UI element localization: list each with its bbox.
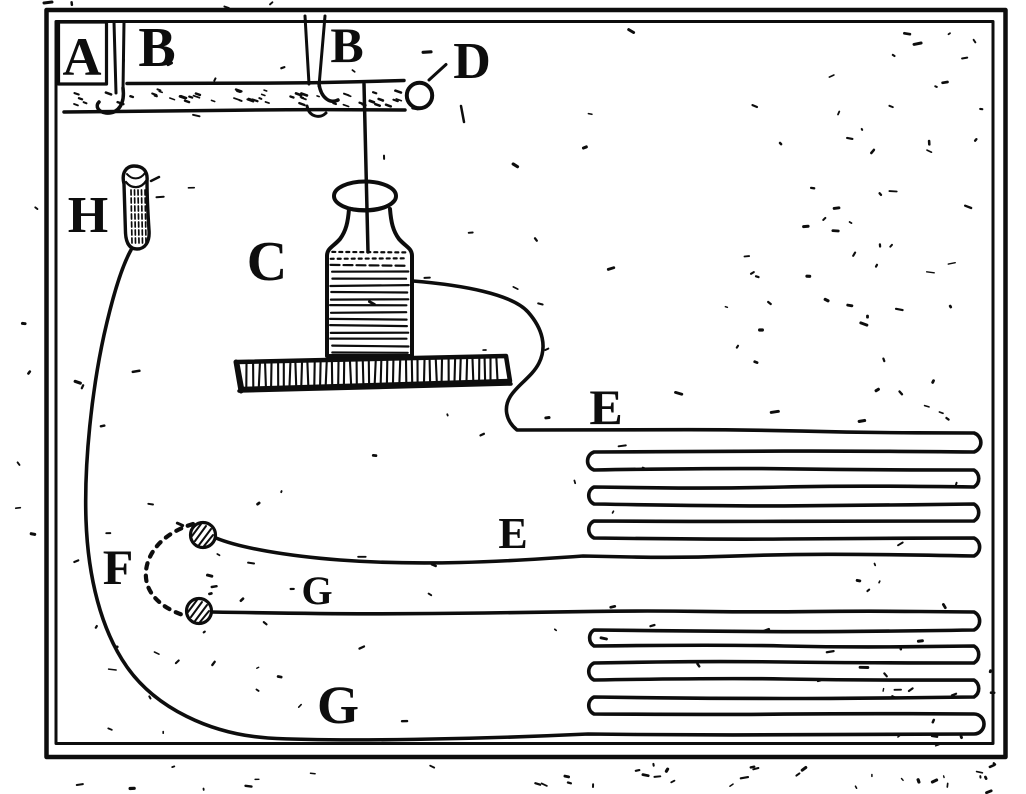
bottom-serpentine-wire-g (83, 248, 986, 742)
spark-ball-top (188, 520, 218, 550)
handle-tick (149, 175, 161, 183)
label-d: D (453, 33, 491, 90)
spark-gap-dotted-arc (143, 521, 196, 619)
discharge-handle (121, 164, 161, 251)
label-h: H (68, 187, 108, 244)
spark-ball-bottom (184, 596, 214, 626)
spark-ball-top-hatch (191, 523, 214, 547)
spark-ball-bottom-hatch (187, 599, 210, 623)
label-f: F (103, 539, 134, 595)
top-serpentine-wire-e (214, 279, 983, 565)
label-c: C (247, 231, 287, 293)
label-g-bottom: G (317, 675, 359, 735)
label-g-mid: G (301, 568, 332, 613)
handle-cap-top (126, 172, 146, 180)
machine-box-a (56, 20, 109, 86)
jar-coating-hatch (329, 250, 410, 354)
stand-hatch-texture (245, 357, 499, 389)
prime-conductor-assembly (56, 14, 466, 124)
conductor-ball-d (404, 80, 435, 111)
jar-body-outline (325, 207, 414, 358)
spark-gap (143, 520, 218, 626)
stand-base-line (237, 382, 513, 393)
jar-collar-rim (335, 199, 395, 211)
label-a: A (63, 27, 102, 87)
label-e-mid: E (498, 509, 527, 558)
handle-vial-outline (121, 164, 151, 251)
jar-stand (233, 353, 513, 394)
stand-left-cap (233, 359, 244, 394)
suspension-wire (362, 82, 370, 254)
label-b-right: B (330, 17, 363, 73)
figure-frame (42, 0, 1008, 760)
frame-inner-border (54, 20, 995, 745)
handle-cap-rim (124, 179, 148, 189)
frame-outer-border (44, 7, 1008, 760)
handle-hatch (130, 189, 147, 244)
label-b-left: B (138, 17, 175, 79)
label-e-top: E (589, 379, 622, 435)
corner-tick (42, 0, 54, 5)
figure-labels: A B B D C H E E F G G (63, 17, 623, 735)
ink-fleck (459, 104, 466, 124)
paper-noise-specks (14, 1, 997, 794)
ball-d-tick (427, 63, 448, 82)
leyden-jar (325, 179, 414, 358)
